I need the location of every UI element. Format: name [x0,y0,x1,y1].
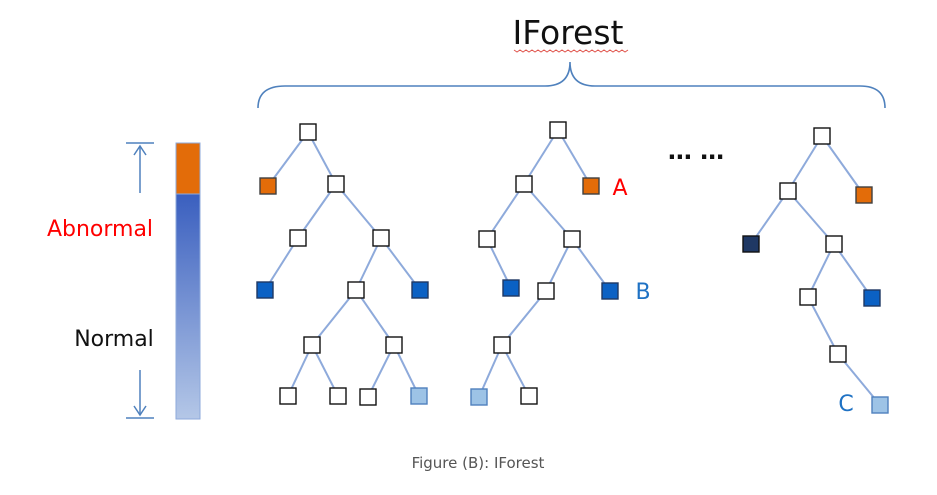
tree-2-node-white [520,387,538,405]
tree-3-node-blue [863,289,881,307]
tree-1-edge [355,289,395,346]
tree-2-node-blue [601,282,619,300]
tree-2-edge [523,129,559,185]
tree-1-node-white [299,123,317,141]
tree-1-node-white [329,387,347,405]
tree-3-node-navy [742,235,760,253]
tree-3-node-white [779,182,797,200]
spellcheck-underline [513,49,629,53]
tree-3-edge [807,296,839,355]
tree-2-node-white [537,282,555,300]
point-b-label: B [635,280,650,305]
tree-1-node-white [327,175,345,193]
tree-2-node-orange [582,177,600,195]
tree-2-edge [523,183,573,240]
tree-1-node-white [347,281,365,299]
abnormal-label: Abnormal [47,217,153,242]
tree-2-edge [501,290,547,346]
tree-2-node-light [470,388,488,406]
tree-2-edge [486,183,525,240]
tree-3-edge [821,135,865,196]
tree-3-edge [833,243,873,299]
isolation-tree-2 [470,121,619,406]
tree-1-node-white [303,336,321,354]
tree-3-node-white [829,345,847,363]
diagram-title: IForest [512,13,623,52]
scale-up-arrowhead [133,144,147,156]
point-a-label: A [612,176,627,201]
tree-2-edge [557,129,592,187]
normal-label: Normal [74,327,154,352]
isolation-tree-1 [256,123,429,406]
tree-1-edge [311,289,357,346]
tree-1-node-white [359,388,377,406]
tree-1-edge [335,183,382,239]
tree-3-node-white [813,127,831,145]
tree-1-node-white [372,229,390,247]
tree-1-node-light [410,387,428,405]
tree-2-node-blue [502,279,520,297]
tree-1-node-white [385,336,403,354]
more-trees-ellipsis: … … [668,137,724,165]
tree-1-node-blue [256,281,274,299]
tree-3-node-light [871,396,889,414]
tree-3-node-white [825,235,843,253]
tree-2-node-white [493,336,511,354]
tree-1-edge [297,183,337,239]
tree-3-edge [750,190,789,245]
isolation-tree-3 [742,127,889,414]
figure-caption: Figure (B): IForest [412,454,545,472]
forest-brace [257,61,886,109]
tree-1-node-blue [411,281,429,299]
tree-2-node-white [515,175,533,193]
tree-2-node-white [478,230,496,248]
scale-down-arrowhead [133,405,147,417]
point-c-label: C [838,392,853,417]
score-bar [175,193,201,420]
tree-1-node-white [279,387,297,405]
tree-1-node-white [289,229,307,247]
tree-3-edge [787,190,835,245]
tree-3-edge [807,243,835,298]
tree-3-edge [787,135,823,192]
tree-3-node-orange [855,186,873,204]
score-bar-abnormal-segment [175,142,201,195]
tree-3-node-white [799,288,817,306]
tree-1-node-orange [259,177,277,195]
tree-2-node-white [549,121,567,139]
tree-2-node-white [563,230,581,248]
anomaly-scale: Abnormal Normal [47,142,201,420]
tree-1-edge [267,131,309,187]
